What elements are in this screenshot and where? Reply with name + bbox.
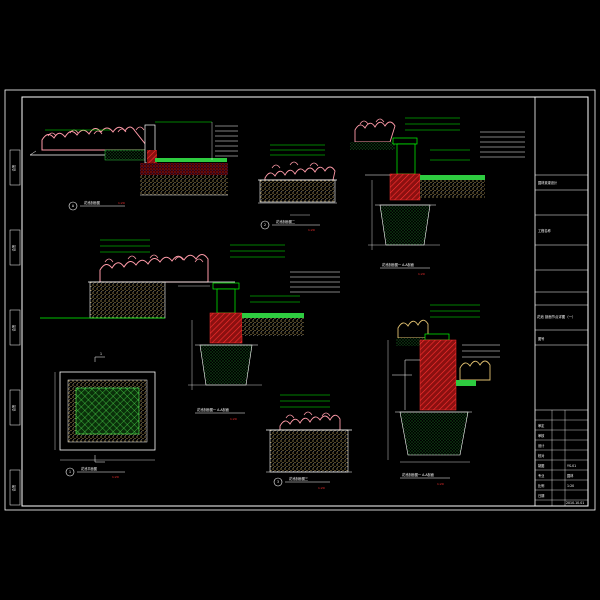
company-name: 园林景观设计 (538, 180, 558, 185)
detail-5-title: 花池平面图 (81, 466, 97, 471)
detail-5-marker (65, 467, 75, 477)
detail-plan-view: 1 1 花池平面图 1:20 (54, 352, 156, 479)
inner-border (21, 96, 589, 507)
sign-row-2: 设计 (538, 443, 545, 448)
detail-1-marker (68, 201, 78, 211)
detail-2-title: 花池剖面图二 (276, 219, 295, 224)
detail-4-scale: 1:20 (230, 417, 237, 421)
sign-value-6: 1:20 (567, 484, 574, 488)
detail-6-marker (273, 477, 283, 487)
sign-row-6: 比例 (538, 483, 544, 488)
detail-8-section: 花池剖面图一 A-A剖面 1:20 (387, 304, 500, 486)
detail-3-section: 花池剖面图一 A-A剖面 1:20 (350, 117, 525, 276)
side-tab-3: 会签 (11, 324, 16, 331)
detail-2-scale: 1:20 (308, 228, 315, 232)
sign-row-1: 审核 (538, 433, 545, 438)
plan-section-mark-top: 1 (100, 352, 102, 356)
side-tab-5: 会签 (11, 484, 16, 491)
detail-4-title: 花池剖面图一 A-A剖面 (197, 407, 229, 412)
detail-1-title: 花池剖面图 (84, 200, 100, 205)
detail-5-section: 花池剖面图一 A-A剖面 1:20 (188, 244, 340, 421)
title-block: 园林景观设计 工程名称 花池 剖面节点详图（一） 图号 审定 审核 设计 校对 … (534, 97, 588, 506)
detail-1-section: A 花池剖面图 1:20 (29, 121, 238, 211)
drawing-title: 花池 剖面节点详图（一） (537, 314, 575, 319)
detail-7-scale: 1:20 (437, 482, 444, 486)
side-tab-1: 会签 (11, 164, 16, 171)
sign-row-7: 日期 (538, 493, 544, 498)
side-tab-2: 会签 (11, 244, 16, 251)
detail-5-scale: 1:20 (112, 475, 119, 479)
detail-1-marker-text: A (72, 204, 75, 208)
detail-3-title: 花池剖面图一 A-A剖面 (382, 262, 414, 267)
sign-table: 审定 审核 设计 校对 制图 专业 比例 日期 园林 1:20 2010.10.… (535, 410, 588, 506)
sign-row-3: 校对 (538, 453, 545, 458)
sign-value-5: 园林 (567, 473, 574, 478)
sign-value-7: 2010.10.01 (566, 501, 584, 505)
outer-border (4, 89, 596, 511)
detail-2-section: 2 花池剖面图二 1:20 (258, 144, 337, 232)
detail-7-section: 3 花池剖面图三 1:20 (266, 394, 352, 490)
detail-5-marker-text: 1 (69, 470, 71, 474)
sign-row-4: 制图 (538, 463, 544, 468)
side-tabs: 会签 会签 会签 会签 会签 (9, 149, 21, 506)
detail-3-scale: 1:20 (418, 272, 425, 276)
drawing-no: YS-01 (567, 464, 576, 468)
detail-2-marker (260, 220, 270, 230)
detail-4-section (40, 239, 235, 319)
detail-6-title: 花池剖面图三 (289, 476, 308, 481)
sign-row-5: 专业 (538, 473, 544, 478)
detail-2-marker-text: 2 (264, 223, 266, 227)
detail-6-marker-text: 3 (277, 480, 279, 484)
side-tab-4: 会签 (11, 404, 16, 411)
sign-row-0: 审定 (538, 423, 545, 428)
project-label: 工程名称 (538, 228, 552, 233)
detail-7-title: 花池剖面图一 A-A剖面 (402, 472, 434, 477)
detail-6-scale: 1:20 (318, 486, 325, 490)
detail-1-scale: 1:20 (118, 201, 125, 205)
drawing-no-label: 图号 (538, 336, 544, 341)
